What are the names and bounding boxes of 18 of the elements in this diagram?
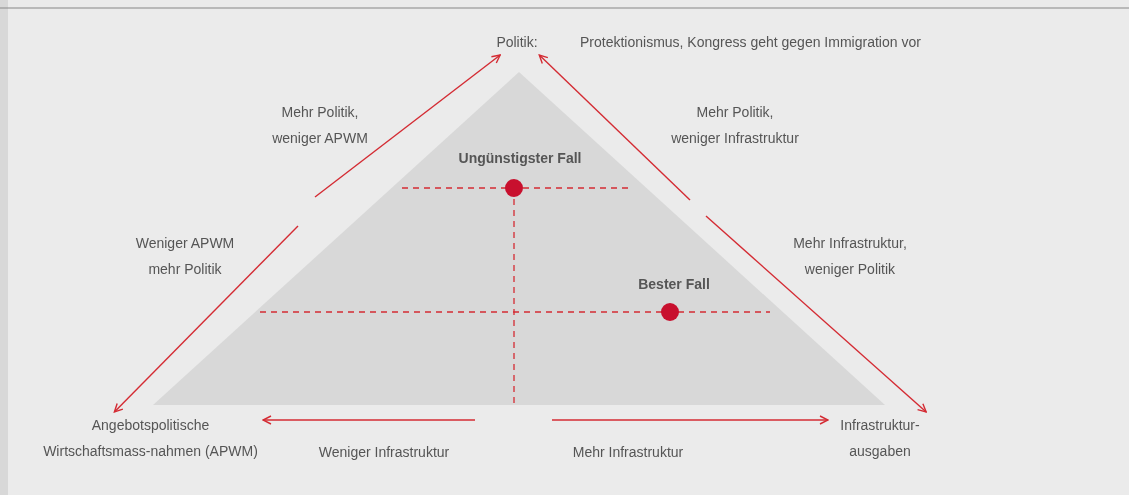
arrow [314, 54, 501, 198]
arrow [551, 415, 829, 425]
corner-label: Infrastruktur-ausgaben [828, 412, 932, 464]
edge-label: Mehr Politik, weniger APWM [271, 103, 369, 148]
edge-label: Mehr Infrastruktur [571, 443, 685, 462]
case-label: Bester Fall [609, 271, 739, 297]
arrow [705, 215, 927, 413]
edge-label: Mehr Infrastruktur, weniger Politik [792, 234, 908, 279]
case-label: Ungünstigster Fall [445, 145, 595, 171]
edge-label: Weniger APWM mehr Politik [134, 234, 236, 279]
annotation-text: Protektionismus, Kongress geht gegen Immigration vor [580, 33, 922, 52]
corner-label: Politik: [488, 29, 546, 55]
arrow [538, 54, 691, 201]
corner-label: Angebotspolitische Wirtschaftsmass-nahmen (APWM) [38, 412, 263, 464]
edge-label: Mehr Politik, weniger Infrastruktur [670, 103, 800, 148]
arrow [113, 225, 299, 413]
arrow [262, 415, 476, 425]
edge-label: Weniger Infrastruktur [317, 443, 451, 462]
